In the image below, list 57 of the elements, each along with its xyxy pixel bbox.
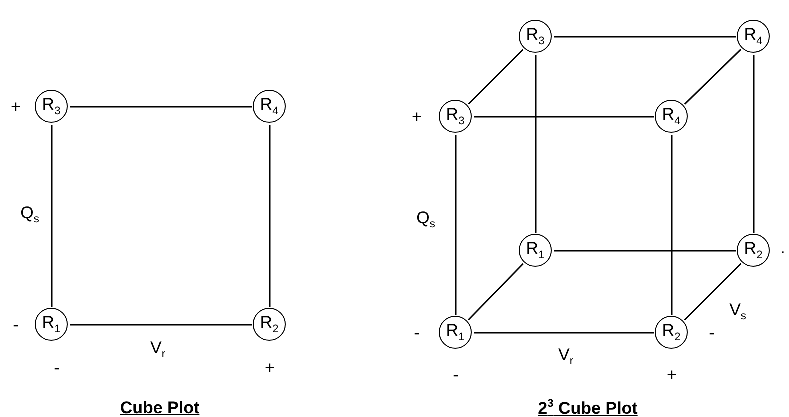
- plot-title: Cube Plot: [120, 400, 200, 416]
- connector-line: [70, 324, 252, 326]
- node-label: R$_{4}$: [744, 26, 763, 48]
- connector-line: [684, 49, 742, 105]
- response-circle: [655, 316, 688, 349]
- connector-line: [753, 55, 755, 233]
- axis-label: +: [11, 98, 21, 116]
- node-label: R$_{3}$: [42, 96, 61, 118]
- response-circle: [655, 100, 688, 133]
- axis-label: -: [414, 324, 420, 342]
- response-circle: [519, 20, 552, 53]
- response-circle: [439, 100, 472, 133]
- connector-line: [671, 135, 673, 315]
- axis-label: +: [265, 360, 275, 376]
- response-circle: [519, 234, 552, 267]
- connector-line: [468, 49, 524, 105]
- plot-title: 2$^{3}$ Cube Plot: [538, 399, 638, 417]
- node-label: R$_{1}$: [446, 322, 465, 344]
- axis-label: V$_{s}$: [730, 301, 746, 323]
- node-label: R$_{2}$: [744, 240, 763, 262]
- connector-line: [455, 135, 457, 315]
- connector-line: [554, 250, 736, 252]
- connector-line: [535, 55, 537, 233]
- connector-line: [554, 36, 736, 38]
- node-label: R$_{1}$: [526, 240, 545, 262]
- node-label: R$_{1}$: [42, 314, 61, 336]
- connector-line: [269, 125, 271, 307]
- node-label: R$_{2}$: [260, 314, 279, 336]
- connector-line: [684, 263, 742, 321]
- connector-line: [70, 106, 252, 108]
- response-circle: [737, 234, 770, 267]
- axis-label: +: [412, 108, 422, 126]
- response-circle: [737, 20, 770, 53]
- axis-label: .: [780, 240, 786, 256]
- node-label: R$_{3}$: [526, 26, 545, 48]
- axis-label: V$_{r}$: [558, 346, 574, 368]
- response-circle: [253, 308, 286, 341]
- connector-line: [51, 125, 53, 307]
- connector-line: [468, 263, 524, 321]
- response-circle: [35, 308, 68, 341]
- node-label: R$_{3}$: [446, 106, 465, 128]
- node-label: R$_{4}$: [260, 96, 279, 118]
- axis-label: -: [709, 324, 715, 342]
- response-circle: [253, 90, 286, 123]
- axis-label: -: [13, 316, 19, 334]
- axis-label: +: [667, 366, 677, 384]
- response-circle: [35, 90, 68, 123]
- axis-label: Q$_{s}$: [416, 209, 436, 231]
- response-circle: [439, 316, 472, 349]
- node-label: R$_{2}$: [662, 322, 681, 344]
- axis-label: -: [54, 360, 60, 376]
- connector-line: [474, 116, 654, 118]
- node-label: R$_{4}$: [662, 106, 681, 128]
- axis-label: Q$_{s}$: [20, 204, 40, 226]
- axis-label: V$_{r}$: [150, 339, 166, 361]
- connector-line: [474, 332, 654, 334]
- axis-label: -: [453, 366, 459, 384]
